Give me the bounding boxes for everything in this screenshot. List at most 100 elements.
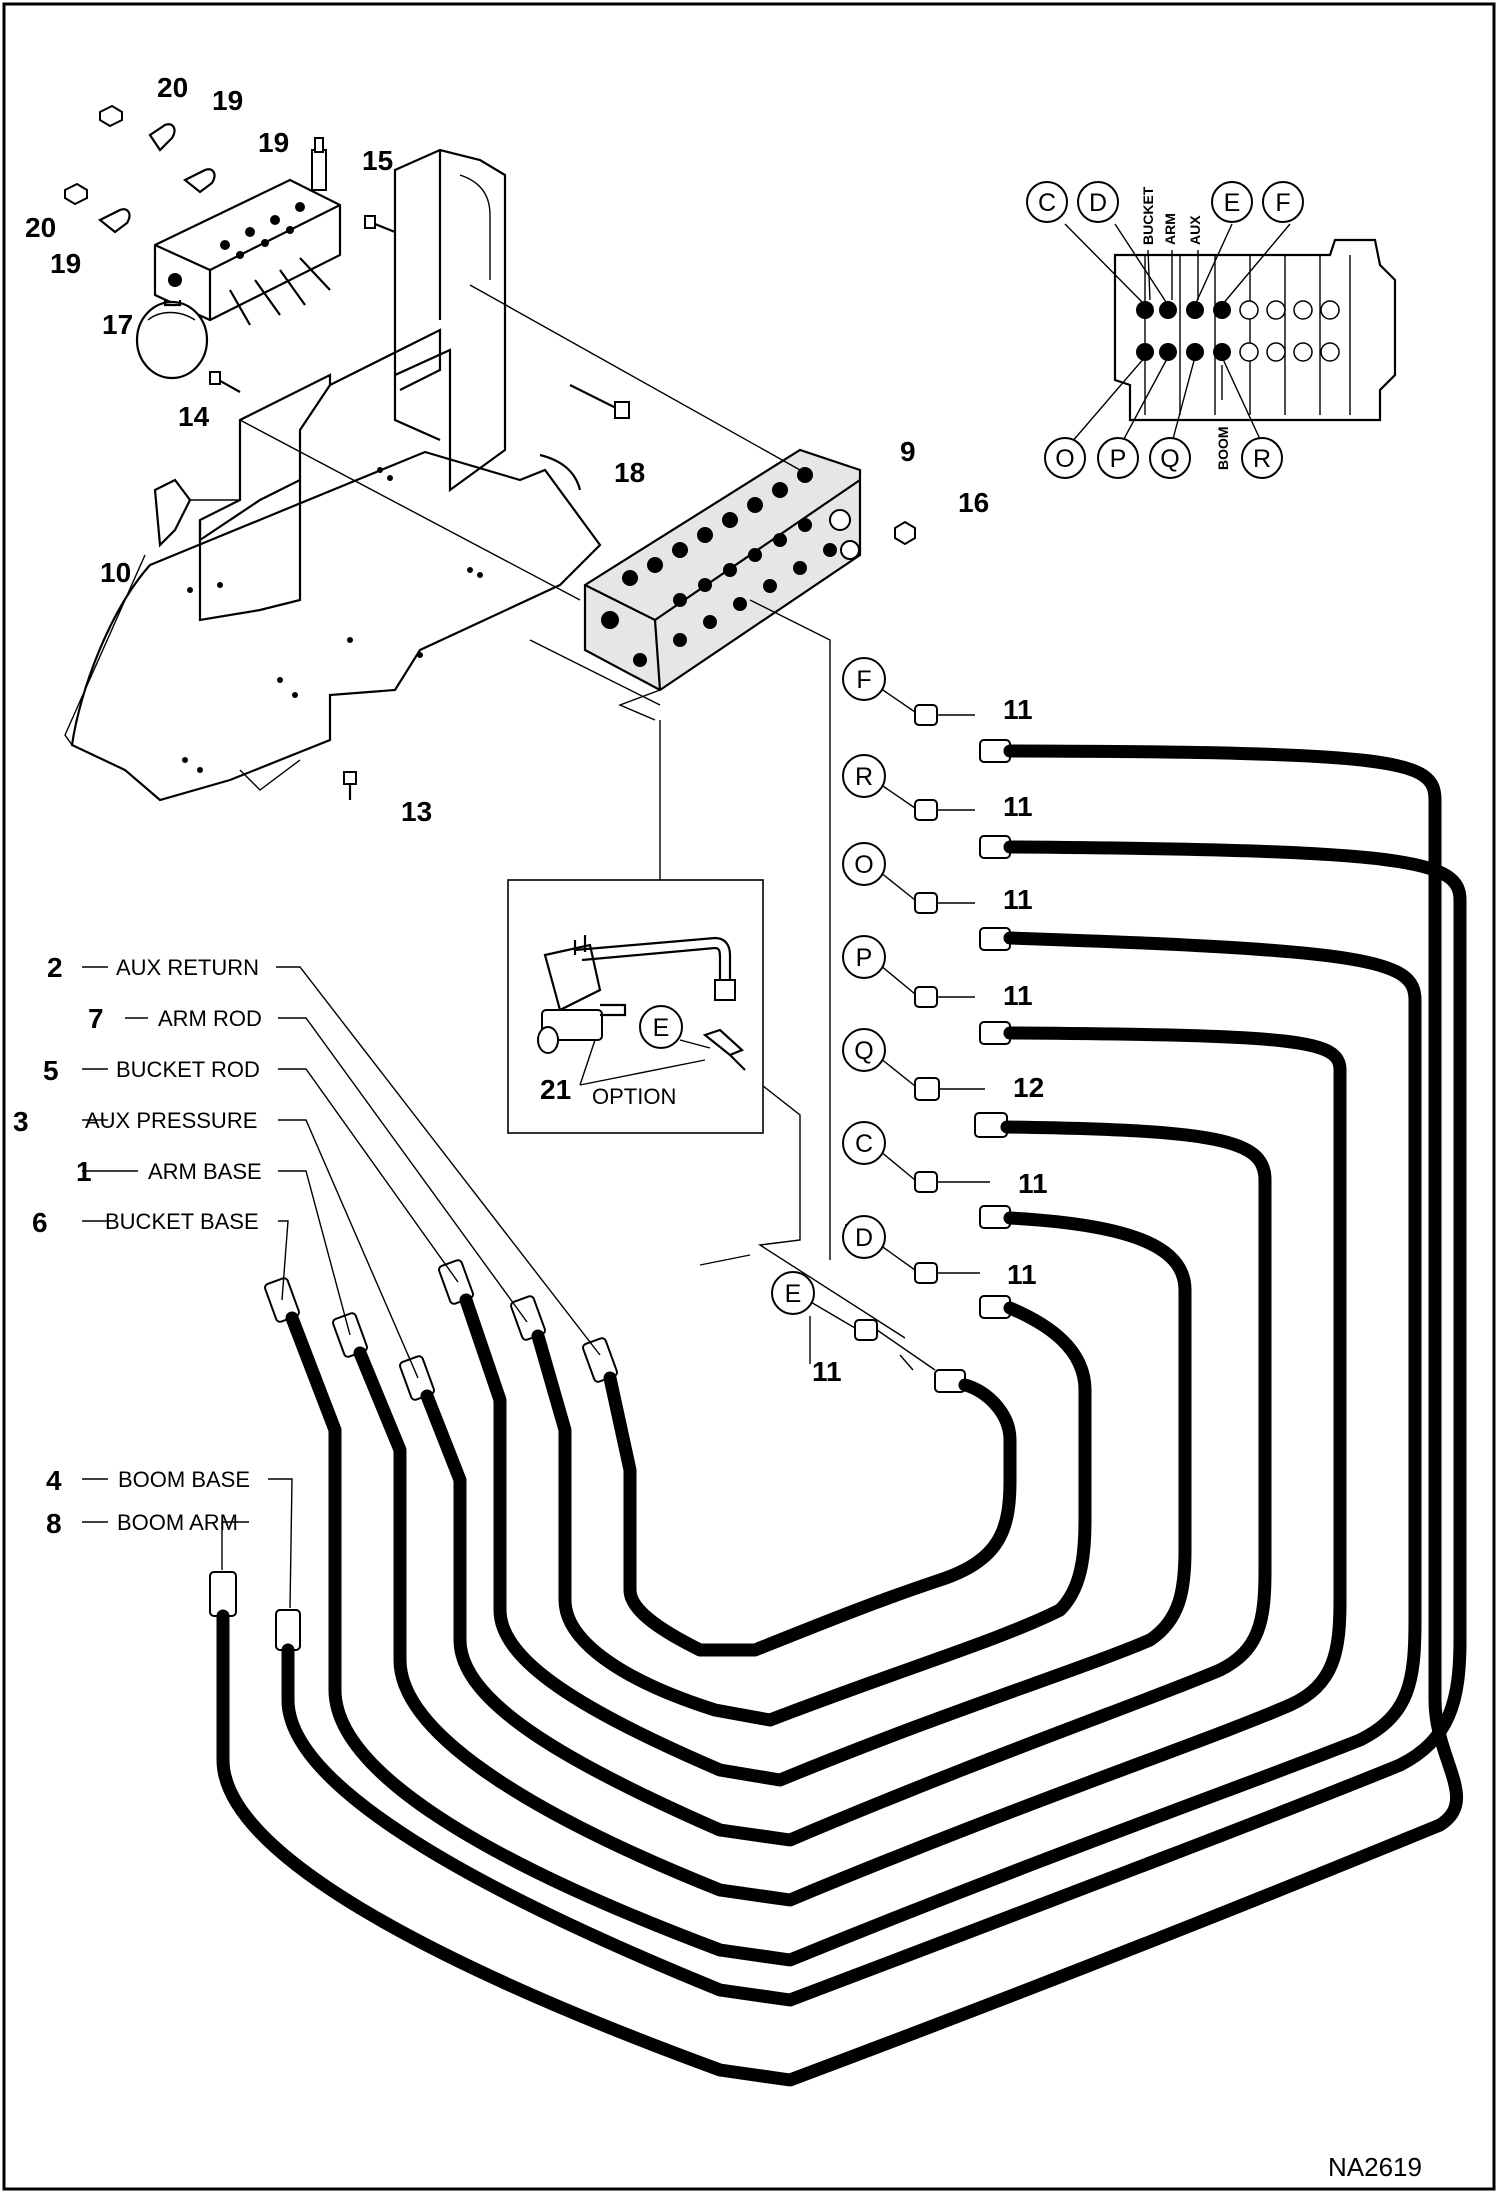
letter-callout-o: O [842,842,886,886]
inset-callout-d: D [1077,181,1119,223]
legend-num-arm-base: 1 [76,1156,92,1187]
legend-name-arm-rod: ARM ROD [158,1006,262,1031]
legend-name-arm-base: ARM BASE [148,1159,262,1184]
hose-arm-rod [531,1301,1092,1727]
fitting-p [914,986,1011,1045]
mounting-bracket [153,328,442,622]
valve-label-bucket: BUCKET [1140,186,1156,245]
letter-callout-circle [842,842,886,886]
letter-callout-circle [842,1028,886,1072]
part-callout-18: 18 [614,457,645,488]
letter-callout-circle [842,1215,886,1259]
option-box: OPTION [507,879,764,1134]
part-callout-13: 13 [401,796,432,827]
fitting-q [914,1077,1008,1138]
letter-callout-circle [771,1271,815,1315]
letter-callout-text: D [855,1224,873,1252]
inset-callout-q: Q [1149,437,1191,479]
part-callout-12: 12 [1013,1072,1044,1103]
valve-mount-tower [393,148,582,493]
legend-name-boom-arm: BOOM ARM [117,1510,238,1535]
legend-name-aux-return: AUX RETURN [116,955,259,980]
valve-fittings [808,687,1011,1393]
part-callout-11: 11 [1018,1168,1048,1199]
letter-callout-text: C [855,1130,873,1158]
fitting-d [914,1262,1011,1319]
floor-plate [64,450,602,802]
left-hose-fittings [209,1259,618,1651]
legend-name-bucket-base: BUCKET BASE [105,1209,259,1234]
drawing-id: NA2619 [1328,2152,1422,2182]
letter-callout-circle [842,1121,886,1165]
legend-name-boom-base: BOOM BASE [118,1467,250,1492]
letter-callout-circle [842,754,886,798]
letter-callout-text: E [653,1014,670,1042]
hose-bucket-rod [459,1211,1192,1787]
hose-legend: 2 AUX RETURN 7 ARM ROD 5 BUCKET ROD 3 AU… [13,952,262,1539]
part-callout-11: 11 [1003,791,1033,822]
valve-ports-top [1136,300,1340,320]
letter-callout-text: E [785,1280,802,1308]
part-callout-11: 11 [1003,884,1033,915]
part-callout-16: 16 [958,487,989,518]
hose-arm-base [353,1026,1347,1907]
fitting-o [914,892,1011,951]
letter-callouts: F R O P Q C D E E [639,657,886,1315]
letter-callout-d: D [842,1215,886,1259]
inset-callout-o: O [1044,437,1086,479]
part-callout-10: 10 [100,557,131,588]
part-callout-11: 11 [1003,694,1033,725]
letter-callout-text: O [854,851,873,879]
part-callout-11: 11 [1003,980,1033,1011]
option-label: OPTION [592,1084,676,1109]
hose-aux-pressure [420,1120,1272,1847]
fitting-c [914,1171,1011,1229]
pilot-manifold [135,137,342,380]
legend-num-bucket-rod: 5 [43,1055,59,1086]
letter-callout-circle [639,1005,683,1049]
part-callout-15: 15 [362,145,393,176]
letter-callout-c: C [842,1121,886,1165]
inset-callout-r: R [1241,437,1283,479]
inset-callout-f: F [1262,181,1304,223]
letter-callout-q: Q [842,1028,886,1072]
part-callout-9: 9 [900,436,916,467]
hose-bucket-base [285,931,1422,1967]
part-callout-11: 11 [812,1356,842,1387]
inset-callout-p: P [1097,437,1139,479]
legend-num-aux-return: 2 [47,952,63,983]
part-callout-19: 19 [50,248,81,279]
letter-callout-p: P [842,935,886,979]
part-callout-20: 20 [25,212,56,243]
legend-name-aux-pressure: AUX PRESSURE [85,1108,257,1133]
legend-leaders [82,966,601,1609]
letter-callout-text: R [855,763,873,791]
svg-text:P: P [1110,445,1127,473]
part-callout-11: 11 [1007,1259,1037,1290]
legend-num-bucket-base: 6 [32,1207,48,1238]
letter-callout-text: P [856,944,873,972]
part-callout-14: 14 [178,401,210,432]
fitting-f [914,704,1011,763]
letter-callout-circle [842,935,886,979]
control-valve [583,448,862,692]
valve-ports-bottom [1136,342,1340,362]
inset-callout-e: E [1211,181,1253,223]
letter-callout-f: F [842,657,886,701]
hose-aux-return [603,1371,1017,1657]
svg-text:D: D [1089,189,1107,217]
legend-name-bucket-rod: BUCKET ROD [116,1057,260,1082]
svg-text:Q: Q [1160,445,1179,473]
legend-num-boom-arm: 8 [46,1508,62,1539]
valve-label-aux: AUX [1187,215,1203,245]
legend-num-boom-base: 4 [46,1465,62,1496]
letter-callout-e: E [639,1005,683,1049]
part-callout-19: 19 [212,85,243,116]
part-callout-20: 20 [157,72,188,103]
svg-text:R: R [1253,445,1271,473]
fitting-e [854,1319,966,1393]
valve-label-arm: ARM [1162,213,1178,245]
inset-callout-c: C [1026,181,1068,223]
